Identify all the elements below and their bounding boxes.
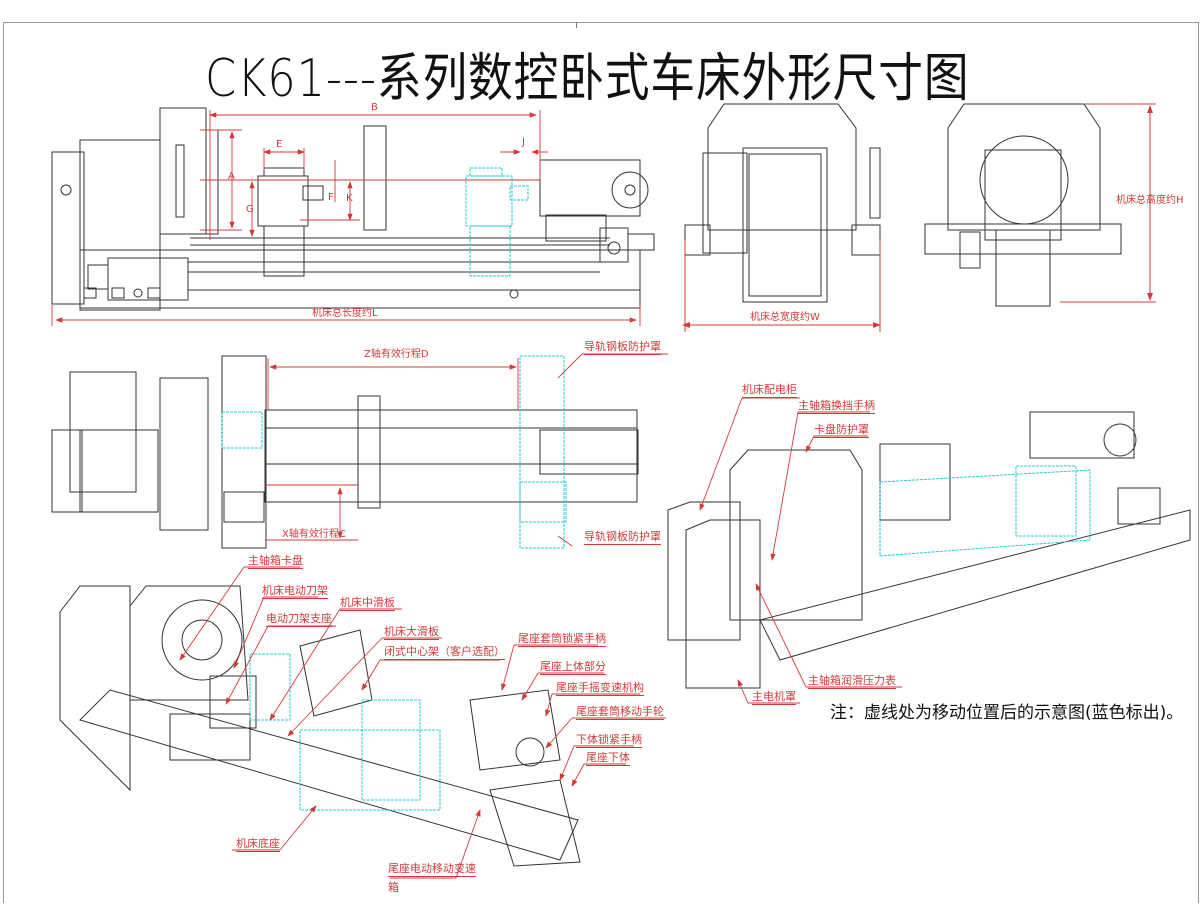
total-length-label: 机床总长度约L: [312, 308, 378, 319]
label-electric-cabinet: 机床配电柜: [742, 383, 797, 398]
label-main-motor-cover: 主电机罩: [752, 690, 796, 705]
label-bed: 机床底座: [236, 837, 280, 852]
iso-left-leaders: [179, 566, 666, 879]
front-view-dimensions: [51, 110, 641, 326]
dim-g: G: [246, 204, 254, 215]
label-cross-slide: 机床中滑板: [340, 596, 395, 611]
front-view: [51, 107, 655, 311]
label-gear-shift-handle: 主轴箱换挡手柄: [798, 399, 875, 414]
dim-k: K: [346, 193, 353, 204]
top-view-moved: [221, 355, 567, 549]
label-lower-lock-handle: 下体锁紧手柄: [576, 733, 642, 748]
side-view-left: [682, 103, 881, 332]
dim-e: E: [276, 139, 283, 150]
top-view-dimensions: [265, 353, 668, 547]
label-turret-support: 电动刀架支座: [266, 612, 332, 627]
drawing-title: CK61---系列数控卧式车床外形尺寸图: [205, 49, 970, 109]
label-power-turret: 机床电动刀架: [262, 584, 328, 599]
label-tailstock-motor-box: 尾座电动移动变速: [388, 862, 476, 877]
side-view-right: [924, 103, 1156, 307]
x-travel-label: X轴有效行程C: [282, 529, 346, 540]
total-width-label: 机床总宽度约W: [750, 312, 820, 323]
iso-left-machine: [59, 585, 581, 867]
guard-top-label: 导轨钢板防护罩: [584, 340, 661, 355]
dim-a: A: [228, 171, 235, 182]
label-chuck-guard: 卡盘防护罩: [814, 423, 869, 438]
footnote: 注：虚线处为移动位置后的示意图(蓝色标出)。: [830, 703, 1184, 723]
z-travel-label: Z轴有效行程D: [364, 349, 429, 360]
iso-right-leaders: [699, 397, 902, 704]
guard-bottom-label: 导轨钢板防护罩: [584, 530, 661, 545]
top-view: [51, 355, 639, 549]
dim-f: F: [328, 192, 334, 203]
label-tailstock-lower: 尾座下体: [586, 751, 630, 766]
dim-j: J: [522, 137, 525, 148]
label-tailstock-motor-box-cont: 箱: [388, 881, 399, 894]
label-tailstock-gear: 尾座手摇变速机构: [556, 681, 644, 696]
label-spindle-chuck: 主轴箱卡盘: [248, 554, 303, 569]
label-lube-pressure-gauge: 主轴箱润滑压力表: [808, 674, 896, 689]
label-carriage: 机床大滑板: [384, 625, 439, 640]
label-quill-handwheel: 尾座套筒移动手轮: [576, 705, 664, 720]
iso-right-machine: [667, 411, 1191, 689]
drawing-frame: [3, 22, 1199, 903]
dim-b: B: [371, 102, 378, 113]
iso-right-moved: [879, 465, 1091, 557]
label-steady-rest: 闭式中心架（客户选配）: [384, 645, 505, 660]
total-height-label: 机床总高度约H: [1116, 195, 1184, 206]
frame-tick: [576, 22, 577, 28]
front-view-moved-carriage: [465, 167, 529, 277]
iso-left-moved: [249, 653, 441, 811]
label-tailstock-upper: 尾座上体部分: [540, 660, 606, 675]
label-quill-lock-handle: 尾座套筒锁紧手柄: [518, 632, 606, 647]
